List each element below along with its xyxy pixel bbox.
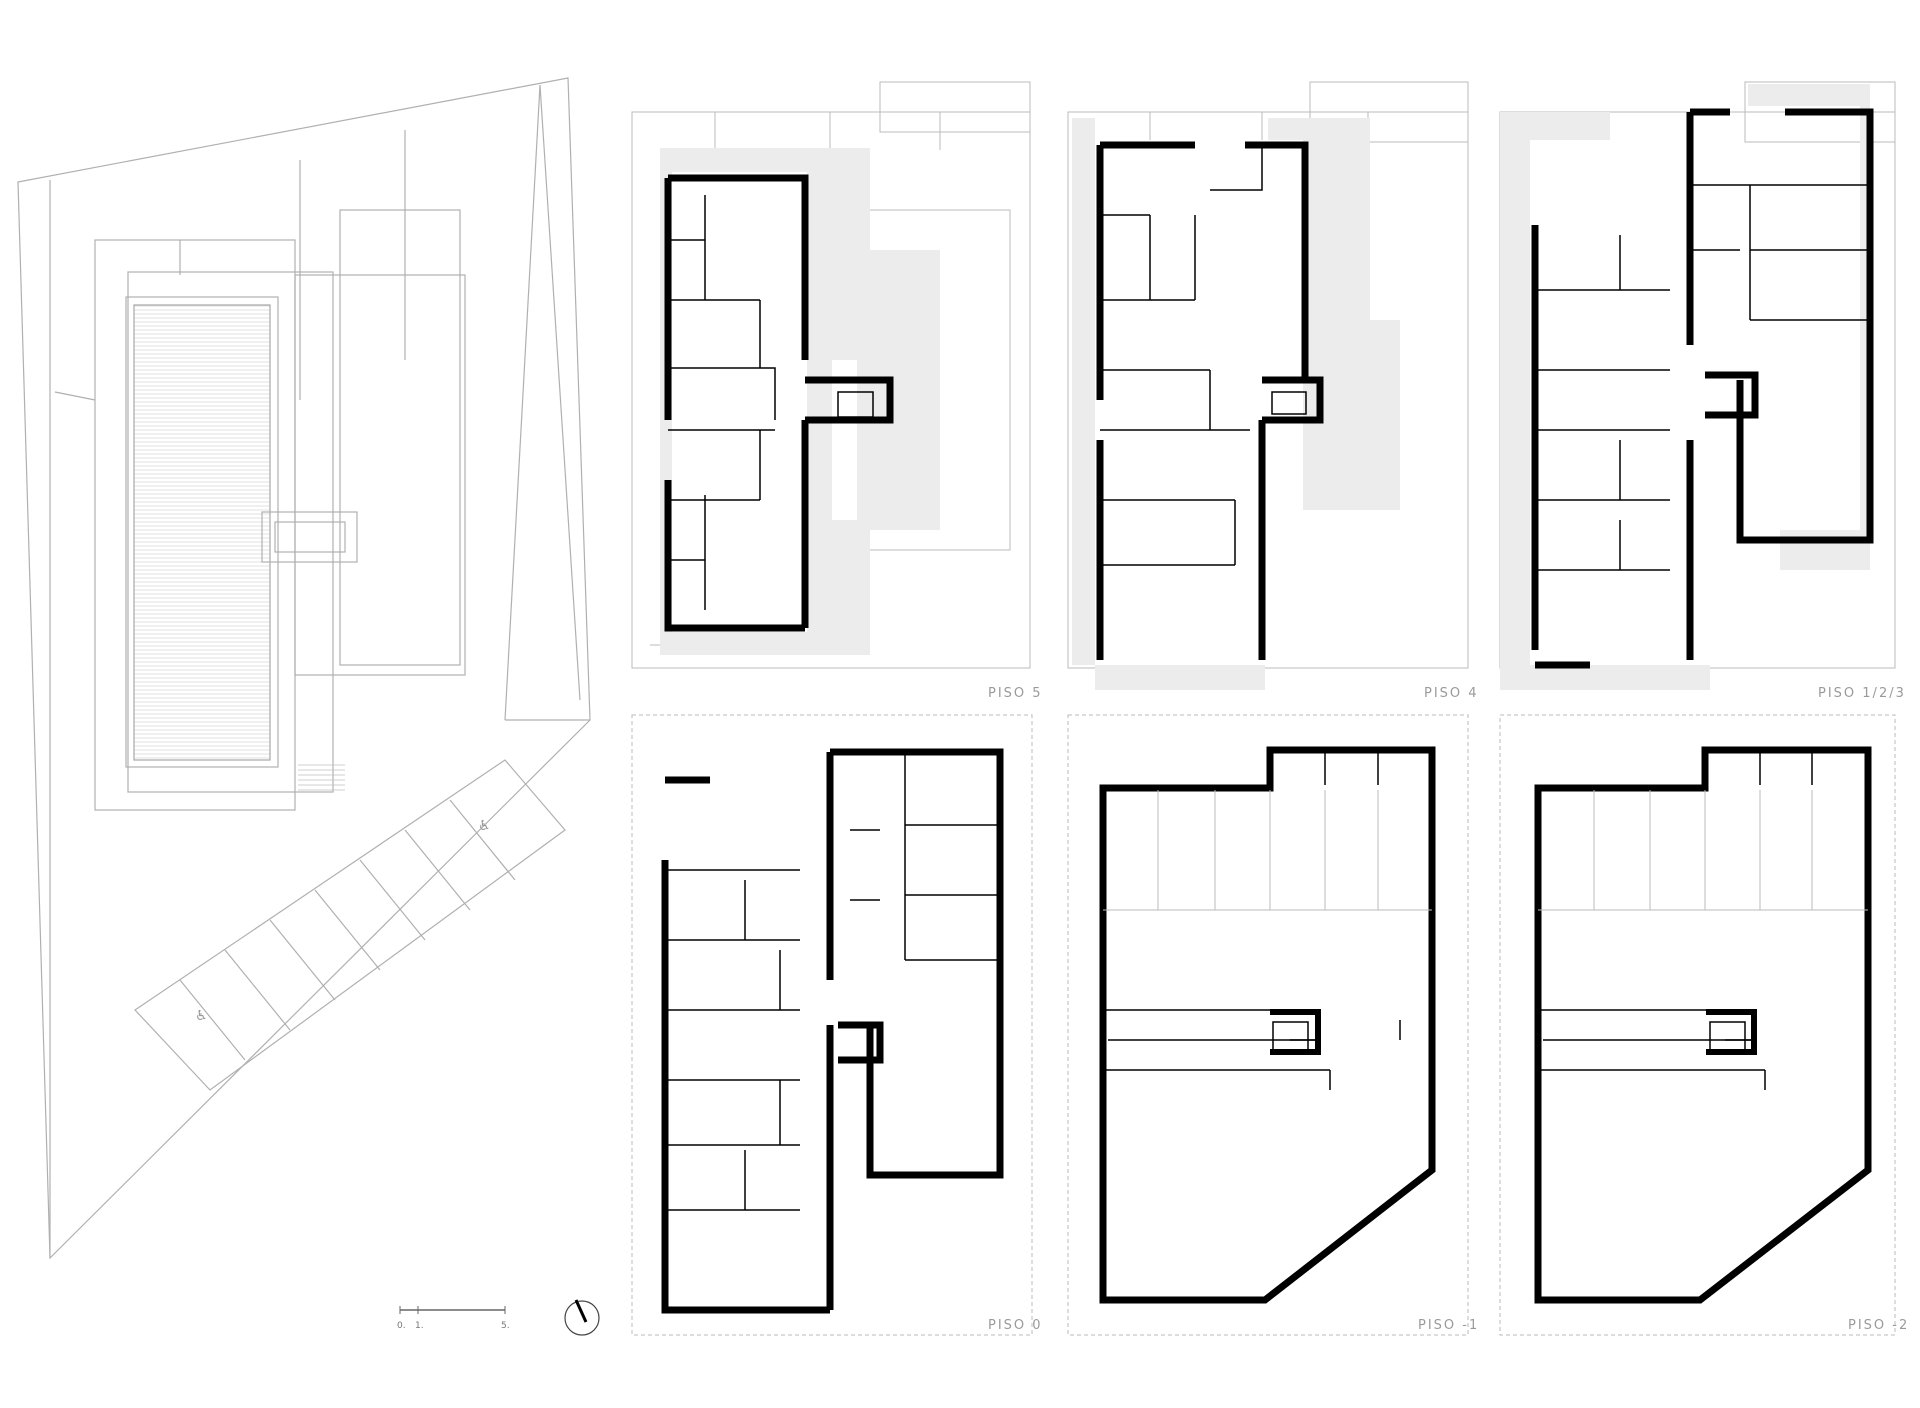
plan-label-piso-m2: PISO -2 <box>1848 1318 1910 1333</box>
plan-label-piso-m1: PISO -1 <box>1418 1318 1480 1333</box>
scale-bar <box>399 1306 506 1314</box>
plan-label-piso-0: PISO 0 <box>988 1318 1043 1333</box>
scale-tick-5: 5. <box>501 1321 510 1331</box>
floor-plan-piso-0 <box>631 714 1033 1336</box>
accessible-parking-icon: ♿ <box>478 818 491 834</box>
north-arrow-icon <box>564 1299 600 1336</box>
swimming-pool <box>125 296 279 768</box>
plan-label-piso-1-2-3: PISO 1/2/3 <box>1818 686 1906 701</box>
floor-plan-piso-1-2-3 <box>1499 81 1896 690</box>
floor-plan-piso-m2 <box>1499 714 1896 1336</box>
site-plan: ♿ ♿ <box>17 77 591 1260</box>
plan-label-piso-5: PISO 5 <box>988 686 1043 701</box>
floor-plan-piso-5 <box>631 81 1031 669</box>
scale-tick-0: 0. <box>397 1321 406 1331</box>
scale-tick-1: 1. <box>415 1321 424 1331</box>
plan-label-piso-4: PISO 4 <box>1424 686 1479 701</box>
floor-plan-piso-4 <box>1067 81 1469 690</box>
floor-plan-piso-m1 <box>1067 714 1469 1336</box>
accessible-parking-icon: ♿ <box>195 1008 208 1024</box>
parking-area: ♿ ♿ <box>134 759 566 1091</box>
